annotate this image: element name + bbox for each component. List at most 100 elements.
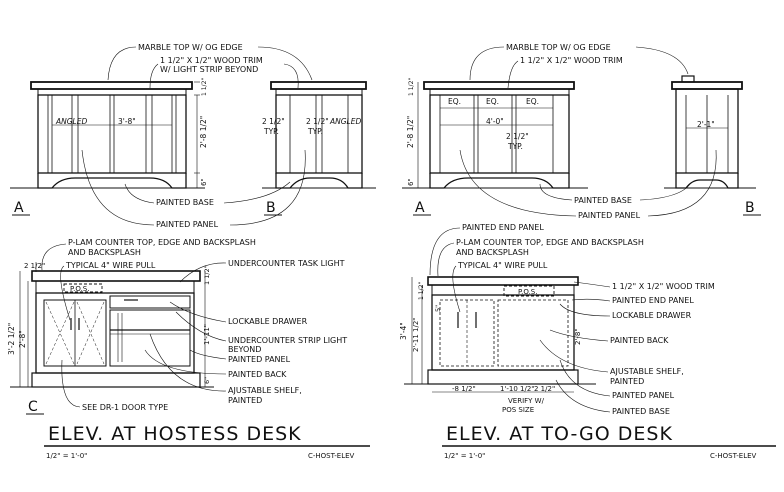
title-hostess: ELEV. AT HOSTESS DESK xyxy=(48,423,302,445)
dim-height-2: 2'-11 1/2" xyxy=(412,317,420,352)
dim-angled: ANGLED xyxy=(55,117,87,126)
note-shelf-2: PAINTED xyxy=(228,396,262,405)
wood-trim xyxy=(37,88,187,96)
note-shelf: AJUSTABLE SHELF, xyxy=(610,367,684,376)
dim-a: -8 1/2" xyxy=(452,385,476,393)
note-painted-back: PAINTED BACK xyxy=(228,370,287,379)
dim-width: 4'-0" xyxy=(486,117,504,126)
togo-elevation-c: P.O.S. 3'-4" 2'-11 1/2" 1 1/2" 5" 2'-8" … xyxy=(399,276,596,414)
dim-right-1: 1 1/2" xyxy=(203,265,211,285)
label-pos: P.O.S. xyxy=(70,285,89,293)
dim-typ2: TYP. xyxy=(307,127,323,136)
painted-base xyxy=(31,372,201,388)
ref-hostess: C-HOST-ELEV xyxy=(308,452,355,460)
dim-width: 3'-8" xyxy=(118,117,136,126)
dim-b: 1'-10 1/2" xyxy=(500,385,535,393)
note-strip-light: UNDERCOUNTER STRIP LIGHT xyxy=(228,336,347,345)
hostess-ab-callouts: MARBLE TOP W/ OG EDGE 1 1/2" X 1/2" WOOD… xyxy=(81,43,313,229)
dim-width: 2'-1" xyxy=(697,120,715,129)
note-plam: P-LAM COUNTER TOP, EDGE AND BACKSPLASH xyxy=(456,238,644,247)
note-verify: VERIFY W/ xyxy=(508,397,545,405)
note-marble-top: MARBLE TOP W/ OG EDGE xyxy=(138,43,243,52)
pos-box xyxy=(63,283,103,293)
note-painted-panel: PAINTED PANEL xyxy=(228,355,291,364)
note-door-type: SEE DR-1 DOOR TYPE xyxy=(82,403,168,412)
note-drawer: LOCKABLE DRAWER xyxy=(228,317,308,326)
desk-body xyxy=(37,94,187,174)
dim-right-3: 6" xyxy=(203,377,211,384)
note-task-light: UNDERCOUNTER TASK LIGHT xyxy=(228,259,345,268)
view-letter-c: C xyxy=(28,399,38,415)
lockable-drawer xyxy=(109,295,191,309)
painted-base xyxy=(427,369,579,385)
note-end-panel: PAINTED END PANEL xyxy=(462,223,544,232)
note-painted-base: PAINTED BASE xyxy=(156,198,214,207)
dim-base: 6" xyxy=(200,178,208,186)
dim-angled: ANGLED xyxy=(329,117,361,126)
view-letter-b: B xyxy=(266,200,276,216)
togo-ab-callouts: MARBLE TOP W/ OG EDGE 1 1/2" X 1/2" WOOD… xyxy=(459,43,717,220)
note-end-panel-2: PAINTED END PANEL xyxy=(612,296,694,305)
dim-d1: 2 1/2" xyxy=(262,117,285,126)
hostess-elevation-c: P.O.S. 3'-2 1/2" 2'-8" 2 1/2" 1 1/2" 1'-… xyxy=(7,262,214,415)
cabinet-body xyxy=(35,292,195,374)
dim-c: 2 1/2" xyxy=(534,385,555,393)
note-painted-back: PAINTED BACK xyxy=(610,336,669,345)
title-togo: ELEV. AT TO-GO DESK xyxy=(446,423,673,445)
dim-top: 1 1/2" xyxy=(418,282,425,300)
dim-total-height: 3'-4" xyxy=(399,322,408,340)
marble-top xyxy=(270,81,367,90)
view-letter-a: A xyxy=(415,200,425,216)
label-pos: P.O.S. xyxy=(518,288,537,296)
dim-side: 2'-8" xyxy=(574,328,582,345)
dim-typ: TYP. xyxy=(507,142,523,151)
note-wood-trim: 1 1/2" X 1/2" WOOD TRIM xyxy=(612,282,715,291)
dim-eq3: EQ. xyxy=(526,97,539,106)
marble-top xyxy=(30,81,193,90)
view-letter-a: A xyxy=(14,200,24,216)
dim-eq2: EQ. xyxy=(486,97,499,106)
note-marble-top: MARBLE TOP W/ OG EDGE xyxy=(506,43,611,52)
scale-hostess: 1/2" = 1'-0" xyxy=(46,452,87,460)
painted-base xyxy=(37,173,187,189)
note-painted-base: PAINTED BASE xyxy=(574,196,632,205)
note-wood-trim: 1 1/2" X 1/2" WOOD TRIM xyxy=(520,56,623,65)
note-backsplash: AND BACKSPLASH xyxy=(456,248,529,257)
dim-top: 1 1/2" xyxy=(408,78,415,96)
dim-height: 2'-8 1/2" xyxy=(406,116,415,148)
hostess-title-block: ELEV. AT HOSTESS DESK 1/2" = 1'-0" C-HOS… xyxy=(44,423,370,460)
dim-total-height: 3'-2 1/2" xyxy=(7,323,16,355)
view-letter-b: B xyxy=(745,200,755,216)
note-beyond: BEYOND xyxy=(228,345,261,354)
note-plam: P-LAM COUNTER TOP, EDGE AND BACKSPLASH xyxy=(68,238,256,247)
togo-c-callouts: PAINTED END PANEL P-LAM COUNTER TOP, EDG… xyxy=(429,223,715,416)
note-painted-panel: PAINTED PANEL xyxy=(156,220,219,229)
dim-eq1: EQ. xyxy=(448,97,461,106)
togo-title-block: ELEV. AT TO-GO DESK 1/2" = 1'-0" C-HOST-… xyxy=(442,423,776,460)
hostess-c-callouts: P-LAM COUNTER TOP, EDGE AND BACKSPLASH A… xyxy=(41,238,347,412)
hostess-elevation-a: ANGLED 3'-8" 2'-8 1/2" 6" 1 1/2" A xyxy=(10,78,208,216)
togo-elevation-a: EQ. EQ. EQ. 4'-0" 2 1/2" TYP. 2'-8 1/2" … xyxy=(402,78,588,216)
dim-d1: 2 1/2" xyxy=(506,132,529,141)
note-wire-pull: TYPICAL 4" WIRE PULL xyxy=(65,261,156,270)
ref-togo: C-HOST-ELEV xyxy=(710,452,757,460)
note-painted-panel: PAINTED PANEL xyxy=(612,391,675,400)
note-wood-trim: 1 1/2" X 1/2" WOOD TRIM xyxy=(160,56,263,65)
hostess-elevation-b: 2 1/2" TYP. 2 1/2" TYP. ANGLED B xyxy=(262,81,376,216)
marble-top xyxy=(423,81,575,90)
note-shelf: AJUSTABLE SHELF, xyxy=(228,386,302,395)
counter-top xyxy=(427,276,579,286)
open-shelving xyxy=(109,309,191,367)
pos-box xyxy=(503,285,555,297)
note-shelf-2: PAINTED xyxy=(610,377,644,386)
note-backsplash: AND BACKSPLASH xyxy=(68,248,141,257)
dim-height-2: 2'-8" xyxy=(18,330,27,348)
dim-height: 2'-8 1/2" xyxy=(199,116,208,148)
note-light-strip: W/ LIGHT STRIP BEYOND xyxy=(160,65,258,74)
dim-top: 1 1/2" xyxy=(201,78,208,96)
note-painted-base: PAINTED BASE xyxy=(612,407,670,416)
togo-elevation-b: 2'-1" B xyxy=(664,75,761,216)
note-drawer: LOCKABLE DRAWER xyxy=(612,311,692,320)
scale-togo: 1/2" = 1'-0" xyxy=(444,452,485,460)
